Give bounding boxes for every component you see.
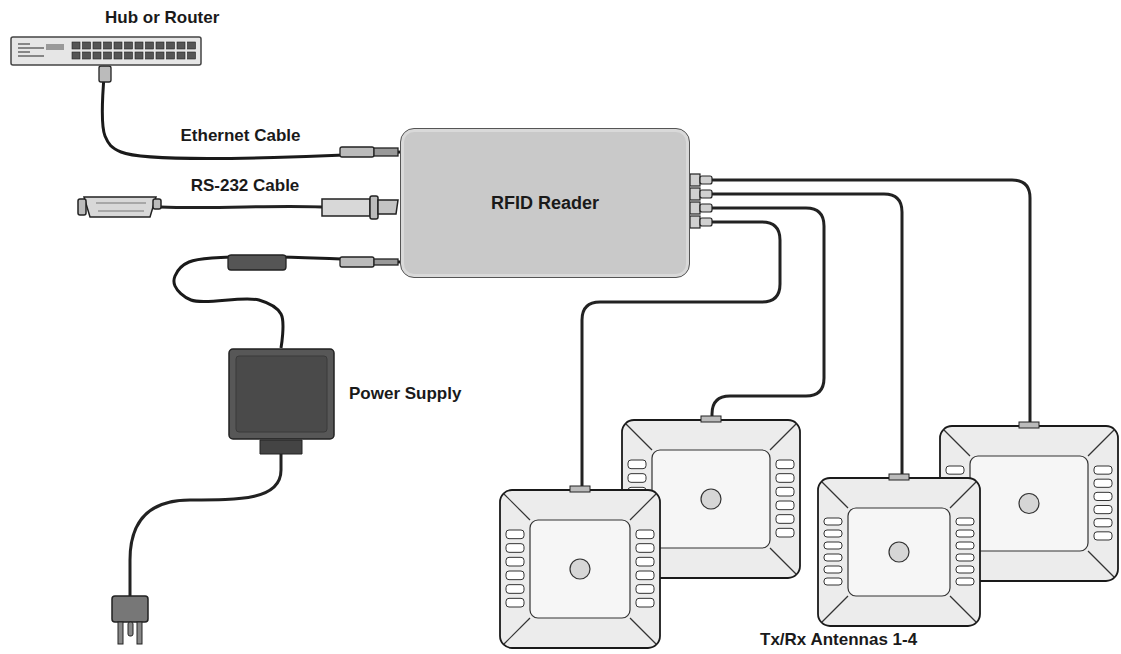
reader-box: RFID Reader — [400, 128, 690, 278]
part-label: RS-232 Cable — [191, 176, 300, 196]
rj45-plug — [374, 148, 398, 156]
cable — [174, 257, 400, 348]
power-supply-icon — [228, 348, 335, 440]
rs232-cable — [78, 196, 398, 219]
rj45-plug — [99, 66, 111, 82]
antenna-ports — [690, 174, 712, 228]
antenna — [500, 486, 660, 648]
antennas — [500, 416, 1118, 648]
cable-label: Ethernet Cable — [181, 126, 301, 146]
power-supply: Power Supply — [228, 348, 461, 440]
rj45-plug — [340, 147, 374, 157]
device-label: Power Supply — [349, 384, 461, 404]
router-device: Hub or Router — [10, 8, 219, 66]
antenna — [818, 474, 980, 626]
dc-plug — [374, 259, 398, 265]
cable — [102, 66, 400, 158]
power-brick — [228, 255, 286, 270]
box-title: RFID Reader — [491, 193, 599, 214]
router-icon — [10, 36, 202, 66]
device-label: Hub or Router — [105, 8, 219, 28]
dc-plug — [340, 257, 374, 267]
part-label: Tx/Rx Antennas 1-4 — [760, 630, 917, 650]
power-cord — [112, 440, 302, 644]
